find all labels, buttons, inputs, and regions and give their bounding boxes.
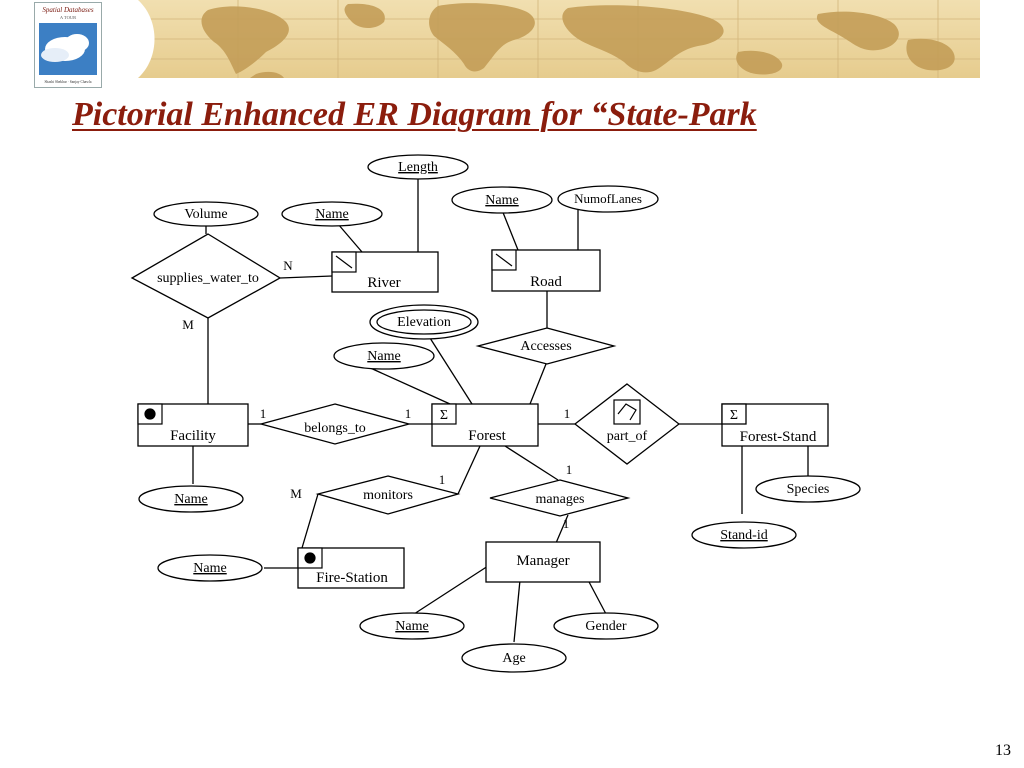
polygon-collection-icon [431,403,457,425]
attribute-species-label: Species [787,482,830,497]
attribute-forest-name-label: Name [367,349,400,364]
connector-manager-gender [587,579,607,615]
connector-elevation-forest [429,337,473,405]
attribute-elevation-label: Elevation [397,315,451,330]
connector-name-river [337,223,363,253]
attribute-river-name-ellipse [281,201,383,227]
connector-forest-monitors [457,445,481,495]
cardinality-river-n: N [283,258,293,273]
book-cover-image: Spatial Databases A TOUR Shashi Shekhar … [34,2,102,88]
connector-manages-manager [555,514,569,544]
relationship-belongs-to [258,403,412,445]
attribute-river-name-label: Name [315,207,348,222]
attribute-length-ellipse [367,154,469,180]
attribute-road-name-ellipse [451,186,553,214]
attribute-fire-station-name-label: Name [193,561,226,576]
connector-manager-age [513,579,521,643]
polygon-collection-icon [721,403,747,425]
book-subtitle-text: A TOUR [60,15,76,20]
attribute-facility-name-label: Name [174,492,207,507]
attribute-forest-name-ellipse [333,342,435,370]
entity-manager-box [485,541,601,583]
book-authors-text: Shashi Shekhar · Sanjay Chawla [45,80,92,84]
point-spatial-icon-dot [144,408,156,420]
forest-stand-cluster: Σ Forest-Stand Species Stand-id [680,380,880,560]
connector-monitors-station [301,493,319,549]
relationship-monitors [315,475,461,515]
connector-forest-manages [504,445,559,481]
attribute-length-label: Length [398,160,438,175]
cardinality-manages-manager: 1 [563,516,570,531]
er-diagram-canvas: Σ River Road Facility Forest Fire-Statio… [130,154,811,673]
partition-icon [613,399,641,425]
book-cover-art: Spatial Databases A TOUR Shashi Shekhar … [35,3,101,87]
relationship-partof-label: part_of [607,429,648,444]
cardinality-monitors-forest: 1 [439,472,446,487]
cardinality-manages-forest: 1 [566,462,573,477]
world-map-image [138,0,980,78]
forest-stand-canvas: Σ Forest-Stand Species Stand-id [680,403,861,549]
entity-forest-label: Forest [468,428,506,444]
relationship-manages [489,479,631,517]
partition-icon-stroke [617,403,637,421]
attribute-facility-name-ellipse [138,485,244,513]
slide-title: Pictorial Enhanced ER Diagram for “State… [72,96,757,133]
cardinality-facility-m: M [182,317,194,332]
relationship-monitors-label: monitors [363,488,413,503]
relationship-belongs-label: belongs_to [304,421,365,436]
cardinality-belongs-facility: 1 [260,406,267,421]
attribute-species-ellipse [755,475,861,503]
relationship-supplies-label: supplies_water_to [157,271,259,286]
connector-accesses-forest [529,363,547,405]
point-spatial-icon-dot [304,552,316,564]
attribute-stand-id-label: Stand-id [720,528,767,543]
cardinality-partof-forest: 1 [564,406,571,421]
entity-facility-label: Facility [170,428,216,444]
world-map-banner [138,0,980,78]
relationship-supplies-water-to [130,233,282,319]
attribute-volume-label: Volume [184,207,227,222]
connector-manager-name [413,565,489,615]
attribute-elevation-ellipse-inner [376,309,472,335]
entity-road-label: Road [530,274,562,290]
relationship-manages-label: manages [536,492,585,507]
attribute-volume-ellipse [153,201,259,227]
sigma-icon-glyph: Σ [440,408,448,423]
cardinality-monitors-station: M [290,486,302,501]
cardinality-belongs-forest: 1 [405,406,412,421]
attribute-age-label: Age [502,651,525,666]
attribute-road-name-label: Name [485,193,518,208]
entity-fire-station-label: Fire-Station [316,570,388,586]
attribute-age-ellipse [461,643,567,673]
attribute-numoflanes-label: NumofLanes [574,191,642,206]
attribute-gender-ellipse [553,612,659,640]
relationship-accesses-label: Accesses [520,339,571,354]
line-spatial-icon-stroke [335,255,353,269]
line-spatial-icon-stroke [495,253,513,267]
attribute-manager-name-label: Name [395,619,428,634]
attribute-numoflanes-ellipse [557,185,659,213]
connector-name-road [501,209,519,251]
attribute-gender-label: Gender [585,619,627,634]
book-title-text: Spatial Databases [42,6,93,14]
attribute-fire-station-name-ellipse [157,554,263,582]
attribute-stand-id-ellipse [691,521,797,549]
entity-forest-stand-label: Forest-Stand [740,429,817,445]
attribute-manager-name-ellipse [359,612,465,640]
connector-supplies-river [279,275,333,279]
connector-name-forest [365,365,451,405]
er-diagram: Σ River Road Facility Forest Fire-Statio… [120,148,811,688]
entity-manager-label: Manager [516,553,569,569]
page-number: 13 [995,742,1011,759]
sigma-icon-glyph: Σ [730,408,738,423]
relationship-accesses [475,327,617,365]
entity-river-label: River [367,275,400,291]
